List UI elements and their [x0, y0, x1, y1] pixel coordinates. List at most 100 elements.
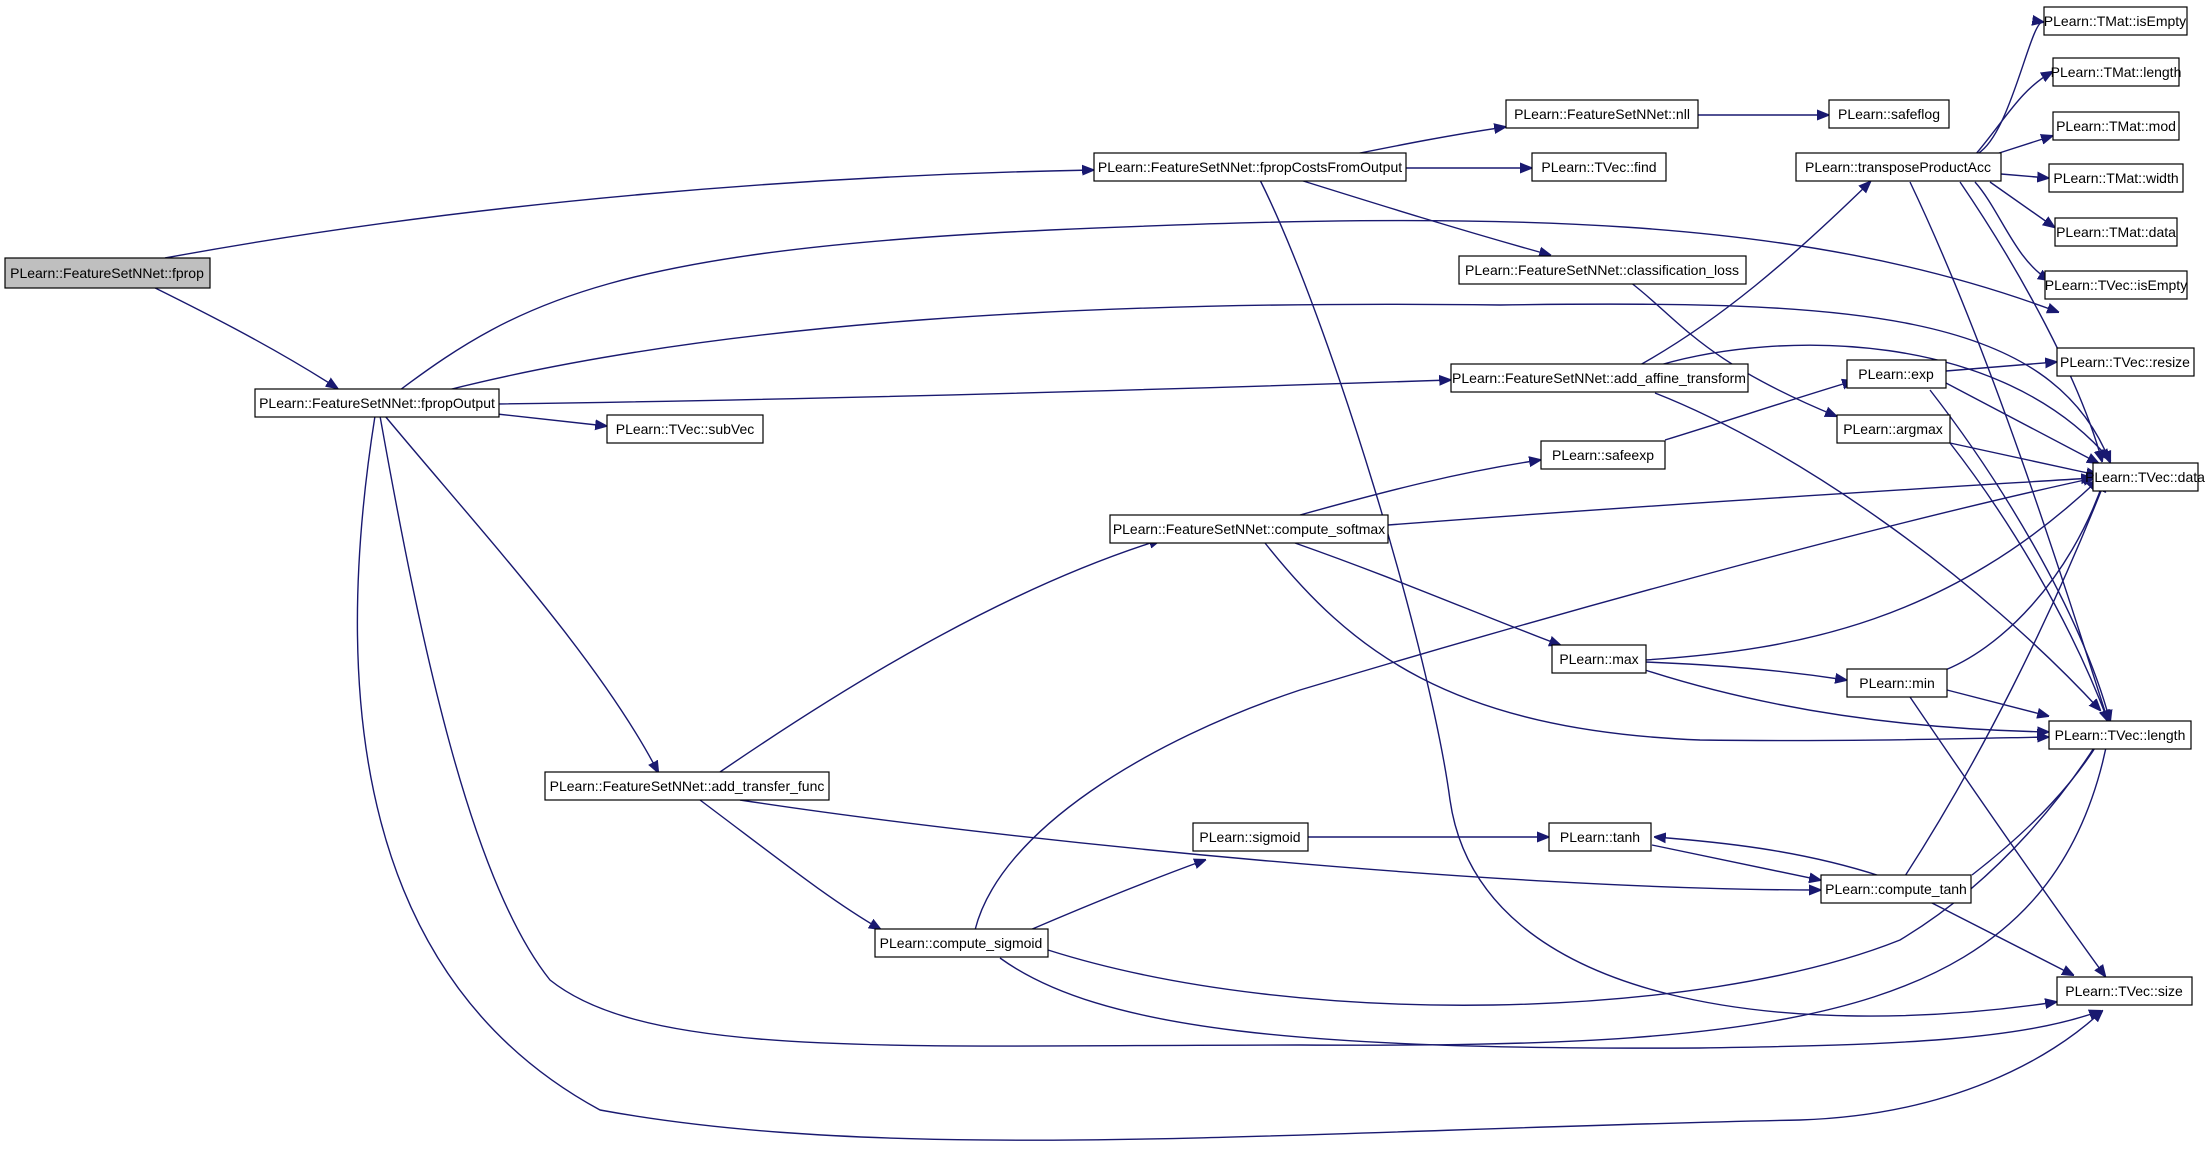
node-tmatData[interactable]: PLearn::TMat::data	[2054, 217, 2178, 247]
edge-fpropOutput-addTransfer	[384, 415, 658, 772]
svg-text:PLearn::TMat::isEmpty: PLearn::TMat::isEmpty	[2044, 13, 2186, 29]
node-computeSigmoid[interactable]: PLearn::compute_sigmoid	[874, 928, 1049, 958]
svg-text:PLearn::TMat::data: PLearn::TMat::data	[2056, 224, 2176, 240]
node-tvecData[interactable]: PLearn::TVec::data	[2085, 462, 2205, 492]
node-fpropOutput[interactable]: PLearn::FeatureSetNNet::fpropOutput	[254, 388, 500, 418]
edge-addTransfer-computeSigmoid	[699, 799, 880, 929]
svg-text:PLearn::FeatureSetNNet::fpropO: PLearn::FeatureSetNNet::fpropOutput	[259, 395, 495, 411]
edge-softmax-safeexp	[1299, 460, 1540, 516]
edge-fpropOutput-tvecSize	[356, 415, 2102, 1141]
svg-text:PLearn::safeflog: PLearn::safeflog	[1838, 106, 1940, 122]
node-fpropCosts[interactable]: PLearn::FeatureSetNNet::fpropCostsFromOu…	[1093, 152, 1407, 182]
node-transpose[interactable]: PLearn::transposeProductAcc	[1795, 152, 2002, 182]
node-addAffine[interactable]: PLearn::FeatureSetNNet::add_affine_trans…	[1450, 363, 1749, 393]
edge-fpropOutput-tvecData	[439, 303, 2110, 462]
edge-fpropCosts-classLoss	[1299, 179, 1550, 255]
edge-computeSigmoid-tvecSize	[999, 957, 2100, 1049]
svg-text:PLearn::safeexp: PLearn::safeexp	[1552, 447, 1654, 463]
edge-max-min	[1644, 661, 1846, 680]
svg-text:PLearn::argmax: PLearn::argmax	[1843, 421, 1943, 437]
node-find[interactable]: PLearn::TVec::find	[1531, 152, 1667, 182]
svg-text:PLearn::exp: PLearn::exp	[1858, 366, 1934, 382]
node-exp[interactable]: PLearn::exp	[1846, 359, 1947, 389]
node-fprop[interactable]: PLearn::FeatureSetNNet::fprop	[4, 257, 211, 289]
svg-text:PLearn::TVec::find: PLearn::TVec::find	[1541, 159, 1656, 175]
node-tvecSize[interactable]: PLearn::TVec::size	[2056, 976, 2193, 1006]
svg-text:PLearn::compute_tanh: PLearn::compute_tanh	[1825, 881, 1967, 897]
edge-addTransfer-softmax	[719, 540, 1160, 773]
edge-addAffine-tvecData	[1659, 344, 2110, 460]
svg-text:PLearn::FeatureSetNNet::comput: PLearn::FeatureSetNNet::compute_softmax	[1113, 521, 1385, 537]
node-tvecResize[interactable]: PLearn::TVec::resize	[2056, 347, 2195, 377]
svg-text:PLearn::FeatureSetNNet::nll: PLearn::FeatureSetNNet::nll	[1514, 106, 1690, 122]
node-subVec[interactable]: PLearn::TVec::subVec	[606, 414, 764, 444]
svg-text:PLearn::tanh: PLearn::tanh	[1560, 829, 1640, 845]
node-tmatLength[interactable]: PLearn::TMat::length	[2051, 57, 2182, 87]
node-tvecLength[interactable]: PLearn::TVec::length	[2048, 720, 2192, 750]
edge-computeTanh-tvecSize	[1929, 901, 2073, 975]
node-safeexp[interactable]: PLearn::safeexp	[1540, 440, 1666, 470]
node-max[interactable]: PLearn::max	[1551, 644, 1647, 674]
node-argmax[interactable]: PLearn::argmax	[1836, 414, 1951, 444]
edge-softmax-tvecLength	[1264, 542, 2048, 741]
svg-text:PLearn::TMat::length: PLearn::TMat::length	[2051, 64, 2182, 80]
svg-text:PLearn::TVec::resize: PLearn::TVec::resize	[2060, 354, 2190, 370]
edge-computeTanh-tanh	[1655, 837, 1881, 877]
edge-addTransfer-computeTanh	[739, 799, 1820, 890]
edge-softmax-tvecData	[1387, 478, 2092, 526]
svg-text:PLearn::FeatureSetNNet::fprop: PLearn::FeatureSetNNet::fprop	[10, 265, 204, 281]
edge-safeexp-exp	[1664, 381, 1853, 441]
svg-text:PLearn::min: PLearn::min	[1859, 675, 1934, 691]
edge-computeSigmoid-tvecLength	[1047, 722, 2110, 1006]
edge-layer	[134, 22, 2110, 1141]
svg-text:PLearn::max: PLearn::max	[1559, 651, 1638, 667]
edge-transpose-tmatWidth	[2000, 174, 2048, 178]
edge-max-tvecLength	[1644, 669, 2048, 732]
edge-computeSigmoid-tvecData	[974, 478, 2094, 931]
edge-tanh-computeTanh	[1651, 844, 1820, 880]
edge-transpose-tmatIsEmpty	[1974, 22, 2043, 156]
svg-text:PLearn::FeatureSetNNet::add_tr: PLearn::FeatureSetNNet::add_transfer_fun…	[550, 778, 825, 794]
svg-text:PLearn::TVec::size: PLearn::TVec::size	[2065, 983, 2183, 999]
node-addTransfer[interactable]: PLearn::FeatureSetNNet::add_transfer_fun…	[544, 771, 830, 801]
node-tvecIsEmpty[interactable]: PLearn::TVec::isEmpty	[2044, 270, 2188, 300]
node-sigmoid[interactable]: PLearn::sigmoid	[1192, 822, 1309, 852]
svg-text:PLearn::TVec::length: PLearn::TVec::length	[2055, 727, 2186, 743]
node-classLoss[interactable]: PLearn::FeatureSetNNet::classification_l…	[1458, 255, 1747, 285]
node-min[interactable]: PLearn::min	[1846, 668, 1948, 698]
node-safeflog[interactable]: PLearn::safeflog	[1828, 99, 1950, 129]
edge-computeSigmoid-sigmoid	[1029, 860, 1205, 931]
edge-min-tvecSize	[1909, 696, 2105, 976]
edge-exp-tvecResize	[1945, 362, 2056, 372]
edge-min-tvecData	[1939, 480, 2104, 673]
edge-addAffine-transpose	[1639, 182, 1870, 366]
edge-exp-tvecData	[1945, 382, 2098, 463]
edge-transpose-tmatData	[1989, 181, 2054, 227]
node-tmatWidth[interactable]: PLearn::TMat::width	[2048, 163, 2184, 193]
edge-argmax-tvecData	[1949, 442, 2097, 475]
svg-text:PLearn::FeatureSetNNet::classi: PLearn::FeatureSetNNet::classification_l…	[1465, 262, 1739, 278]
edge-transpose-tvecData	[1959, 181, 2102, 461]
edge-fpropCosts-tvecSize	[1259, 179, 2056, 1017]
edge-max-tvecData	[1644, 480, 2098, 661]
svg-text:PLearn::FeatureSetNNet::add_af: PLearn::FeatureSetNNet::add_affine_trans…	[1452, 370, 1746, 386]
svg-text:PLearn::TMat::mod: PLearn::TMat::mod	[2056, 118, 2176, 134]
edge-transpose-tmatMod	[1992, 136, 2052, 156]
node-nll[interactable]: PLearn::FeatureSetNNet::nll	[1505, 99, 1699, 129]
edge-fpropOutput-addAffine	[496, 380, 1450, 405]
node-layer: PLearn::FeatureSetNNet::fprop PLearn::Fe…	[4, 6, 2205, 1006]
node-tmatMod[interactable]: PLearn::TMat::mod	[2052, 111, 2180, 141]
svg-text:PLearn::TMat::width: PLearn::TMat::width	[2053, 170, 2178, 186]
node-tanh[interactable]: PLearn::tanh	[1548, 822, 1652, 852]
edge-fprop-fpropOutput	[134, 277, 337, 388]
svg-text:PLearn::transposeProductAcc: PLearn::transposeProductAcc	[1805, 159, 1991, 175]
svg-text:PLearn::FeatureSetNNet::fpropC: PLearn::FeatureSetNNet::fpropCostsFromOu…	[1098, 159, 1402, 175]
node-softmax[interactable]: PLearn::FeatureSetNNet::compute_softmax	[1109, 514, 1389, 544]
edge-exp-tvecLength	[1929, 389, 2110, 721]
edge-fpropOutput-tvecResize	[399, 219, 2058, 391]
svg-text:PLearn::TVec::data: PLearn::TVec::data	[2085, 469, 2205, 485]
node-tmatIsEmpty[interactable]: PLearn::TMat::isEmpty	[2043, 6, 2188, 36]
node-computeTanh[interactable]: PLearn::compute_tanh	[1820, 874, 1972, 904]
edge-fprop-fpropCosts	[164, 170, 1093, 259]
edge-addAffine-tvecLength	[1654, 392, 2100, 710]
